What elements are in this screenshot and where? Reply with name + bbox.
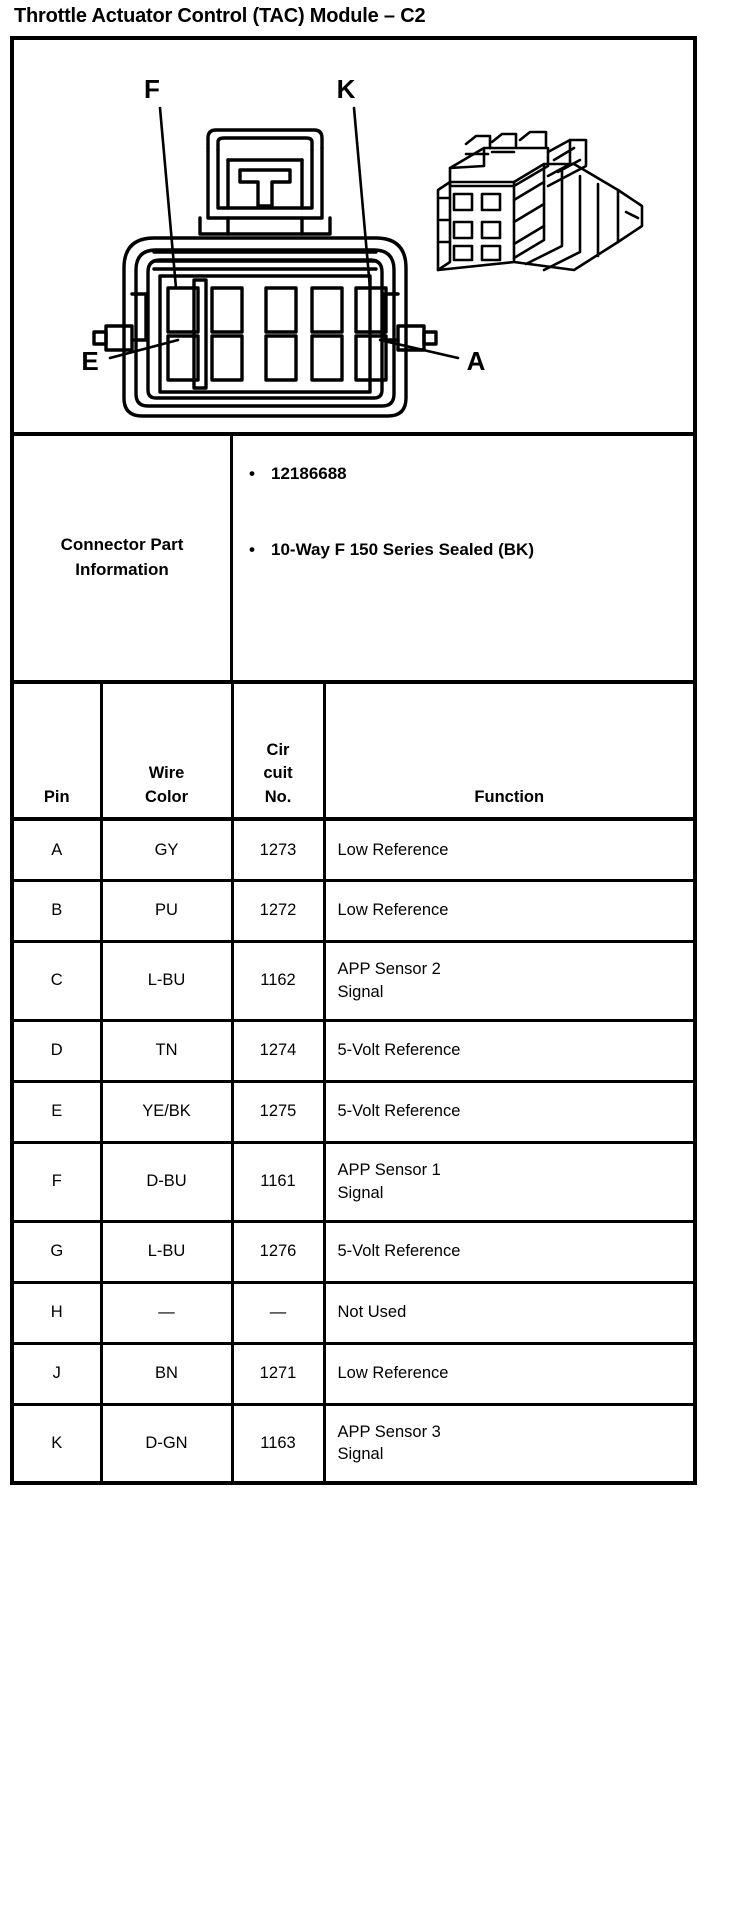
cell-pin: G bbox=[14, 1221, 103, 1284]
column-header-wire-color: Wire Color bbox=[101, 684, 234, 821]
column-header-pin: Pin bbox=[14, 684, 103, 821]
cell-wire-color: YE/BK bbox=[101, 1081, 234, 1144]
column-header-circuit-no: Cir cuit No. bbox=[232, 684, 326, 821]
cell-pin: C bbox=[14, 941, 103, 1022]
cell-wire-color: L-BU bbox=[101, 1221, 234, 1284]
cell-function: Not Used bbox=[324, 1282, 693, 1345]
cell-pin: D bbox=[14, 1020, 103, 1083]
cell-circuit-no: — bbox=[232, 1282, 326, 1345]
cell-circuit-no: 1273 bbox=[232, 819, 326, 882]
cell-circuit-no: 1272 bbox=[232, 880, 326, 943]
column-header-wire-line1: Wire bbox=[148, 764, 185, 783]
cell-wire-color: BN bbox=[101, 1343, 234, 1406]
cell-pin: E bbox=[14, 1081, 103, 1144]
cell-function: Low Reference bbox=[324, 880, 693, 943]
column-header-function-label: Function bbox=[474, 787, 545, 806]
cell-wire-color: D-BU bbox=[101, 1142, 234, 1223]
callout-leader-k bbox=[352, 106, 372, 290]
connector-isometric-inset bbox=[436, 130, 644, 272]
cell-wire-color: D-GN bbox=[101, 1404, 234, 1485]
connector-part-information-label: Connector Part Information bbox=[60, 535, 184, 579]
callout-leader-e bbox=[108, 338, 180, 360]
callout-label-k: K bbox=[337, 74, 356, 104]
connector-part-description: 10-Way F 150 Series Sealed (BK) bbox=[271, 540, 534, 560]
column-header-circuit-line1: Cir bbox=[266, 740, 290, 759]
connector-part-bullet-item: • 10-Way F 150 Series Sealed (BK) bbox=[249, 538, 679, 562]
callout-label-a: A bbox=[467, 346, 486, 376]
column-header-function: Function bbox=[324, 684, 693, 821]
cell-circuit-no: 1162 bbox=[232, 941, 326, 1022]
cell-function: Low Reference bbox=[324, 819, 693, 882]
cell-circuit-no: 1274 bbox=[232, 1020, 326, 1083]
cell-wire-color: — bbox=[101, 1282, 234, 1345]
column-header-pin-label: Pin bbox=[43, 787, 70, 806]
cell-function: Low Reference bbox=[324, 1343, 693, 1406]
callout-label-e: E bbox=[81, 346, 98, 376]
connector-part-information-label-cell: Connector Part Information bbox=[14, 436, 233, 680]
cell-circuit-no: 1276 bbox=[232, 1221, 326, 1284]
cell-function: 5-Volt Reference bbox=[324, 1221, 693, 1284]
cell-function: 5-Volt Reference bbox=[324, 1020, 693, 1083]
page-title: Throttle Actuator Control (TAC) Module –… bbox=[14, 5, 426, 27]
connector-part-number: 12186688 bbox=[271, 464, 347, 483]
column-header-circuit-line3: No. bbox=[264, 787, 292, 806]
cell-wire-color: TN bbox=[101, 1020, 234, 1083]
connector-part-information-row: Connector Part Information • 12186688 • … bbox=[14, 436, 693, 684]
content-frame: F K E A Connector Part Information • 121… bbox=[10, 36, 697, 1485]
table-header-row: Pin Wire Color Cir cuit No. Function bbox=[14, 684, 693, 821]
cell-wire-color: L-BU bbox=[101, 941, 234, 1022]
cell-pin: H bbox=[14, 1282, 103, 1345]
connector-face-view: F K E A bbox=[81, 74, 644, 418]
cell-wire-color: GY bbox=[101, 819, 234, 882]
cell-circuit-no: 1271 bbox=[232, 1343, 326, 1406]
cell-pin: A bbox=[14, 819, 103, 882]
cell-pin: B bbox=[14, 880, 103, 943]
cell-circuit-no: 1275 bbox=[232, 1081, 326, 1144]
bullet-icon: • bbox=[249, 464, 255, 483]
cell-function: 5-Volt Reference bbox=[324, 1081, 693, 1144]
cell-wire-color: PU bbox=[101, 880, 234, 943]
callout-label-f: F bbox=[144, 74, 160, 104]
table-row: H——Not Used bbox=[14, 1282, 693, 1345]
cell-pin: K bbox=[14, 1404, 103, 1485]
column-header-circuit-line2: cuit bbox=[263, 764, 293, 783]
column-header-wire-line2: Color bbox=[144, 787, 189, 806]
cell-circuit-no: 1161 bbox=[232, 1142, 326, 1223]
connector-part-information-value-cell: • 12186688 • 10-Way F 150 Series Sealed … bbox=[233, 436, 693, 680]
connector-illustration-panel: F K E A bbox=[14, 40, 693, 436]
cell-pin: F bbox=[14, 1142, 103, 1223]
cell-pin: J bbox=[14, 1343, 103, 1406]
callout-leader-a bbox=[378, 338, 460, 360]
document-page: Throttle Actuator Control (TAC) Module –… bbox=[10, 5, 697, 1485]
cell-circuit-no: 1163 bbox=[232, 1404, 326, 1485]
bullet-icon: • bbox=[249, 540, 255, 560]
pin-assignment-table: Pin Wire Color Cir cuit No. Function bbox=[14, 684, 693, 1485]
connector-part-bullet-item: • 12186688 bbox=[249, 462, 679, 486]
callout-leader-f bbox=[158, 106, 178, 290]
